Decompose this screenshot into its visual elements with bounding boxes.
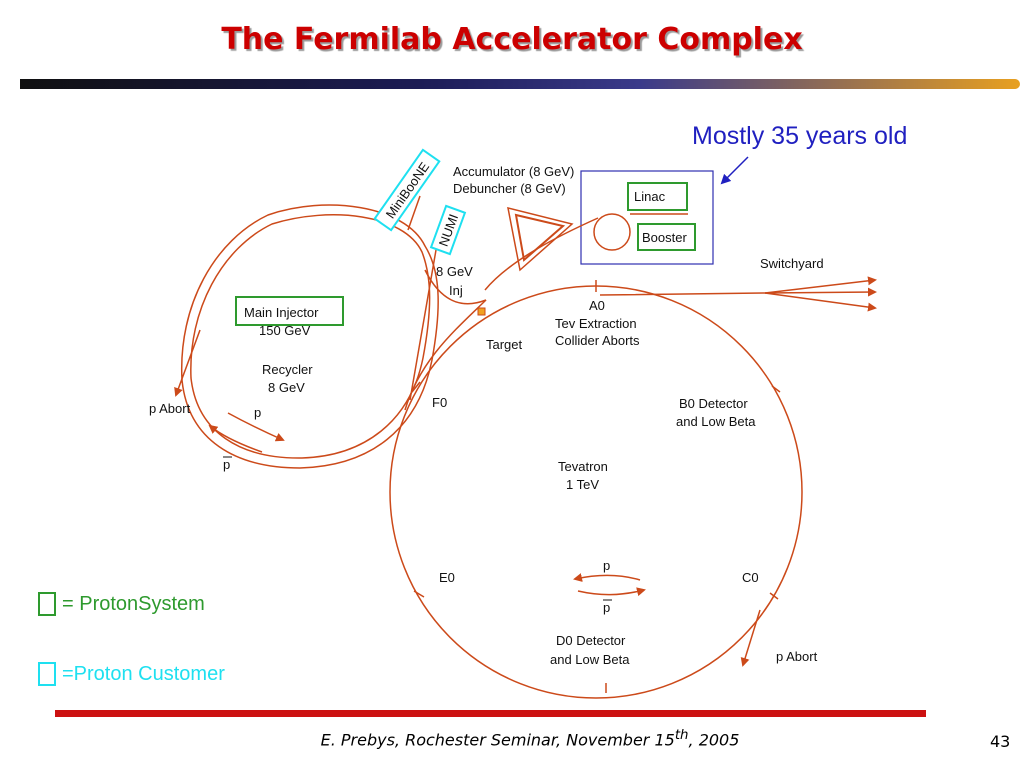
target-label: Target <box>486 337 523 352</box>
proton-customer-legend-label: =Proton Customer <box>62 662 225 685</box>
p-abort-left-label: p Abort <box>149 401 191 416</box>
miniboone-box: MiniBooNE <box>373 148 441 232</box>
b0-tick <box>771 385 781 393</box>
note-pointer-arrow <box>720 156 749 185</box>
proton-customer-swatch <box>38 662 56 686</box>
antiproton-label-left: p <box>223 457 230 472</box>
collider-aborts-label: Collider Aborts <box>555 333 640 348</box>
antiproton-direction-arrow-center <box>577 587 646 597</box>
footer-citation: E. Prebys, Rochester Seminar, November 1… <box>0 728 1024 749</box>
proton-label-center: p <box>603 558 610 573</box>
linac-box <box>627 182 688 211</box>
injection-line <box>424 269 487 305</box>
main-injector-box <box>235 296 344 326</box>
f0-tick <box>411 381 421 393</box>
switchyard-branch-2 <box>764 292 877 312</box>
linac-booster-enclosure <box>580 170 714 265</box>
debuncher-label: Debuncher (8 GeV) <box>453 181 566 196</box>
injection-energy-label: 8 GeV <box>436 264 473 279</box>
tev-extraction-label: Tev Extraction <box>555 316 637 331</box>
switchyard-label: Switchyard <box>760 256 824 271</box>
p-abort-left-line <box>174 329 201 397</box>
footer-year: , 2005 <box>688 730 740 750</box>
c0-tick <box>769 592 779 600</box>
proton-direction-arrow-left <box>227 412 285 442</box>
accumulator-label: Accumulator (8 GeV) <box>453 164 574 179</box>
linac-label: Linac <box>634 189 666 204</box>
main-injector-energy: 150 GeV <box>259 323 311 338</box>
footer-superscript: th <box>674 728 689 743</box>
recycler-energy-label: 8 GeV <box>268 380 305 395</box>
p-abort-right-line <box>740 609 761 667</box>
title-underline <box>20 79 1020 89</box>
e0-label: E0 <box>439 570 455 585</box>
miniboone-label: MiniBooNE <box>383 159 433 221</box>
injection-label: Inj <box>449 283 463 298</box>
d0-detector-label: D0 Detector <box>556 633 626 648</box>
switchyard-branch-1 <box>764 287 877 297</box>
proton-direction-arrow-center <box>573 573 641 582</box>
footer-text: E. Prebys, Rochester Seminar, November 1… <box>320 730 675 750</box>
p-abort-right-label: p Abort <box>776 649 818 664</box>
legend-proton-system: = ProtonSystem <box>38 592 205 616</box>
b0-detector-label: B0 Detector <box>679 396 748 411</box>
recycler-label: Recycler <box>262 362 313 377</box>
proton-system-legend-label: = ProtonSystem <box>62 592 205 615</box>
booster-transfer-line <box>484 217 599 291</box>
numi-box: NUMI <box>429 204 467 256</box>
c0-label: C0 <box>742 570 759 585</box>
e0-tick <box>413 590 425 598</box>
debuncher-triangle <box>507 206 574 272</box>
target-marker <box>477 307 486 316</box>
accumulator-triangle <box>514 213 566 262</box>
proton-label-left: p <box>254 405 261 420</box>
proton-system-swatch <box>38 592 56 616</box>
booster-box <box>637 223 696 251</box>
slide-title: The Fermilab Accelerator Complex <box>221 22 803 57</box>
booster-label: Booster <box>642 230 687 245</box>
page-number: 43 <box>990 732 1011 751</box>
miniboone-line <box>407 195 421 231</box>
footer-rule <box>55 710 926 717</box>
main-injector-label: Main Injector <box>244 305 319 320</box>
d0-low-beta-label: and Low Beta <box>550 652 630 667</box>
age-note: Mostly 35 years old <box>692 122 908 150</box>
antiproton-direction-arrow-left <box>208 424 263 453</box>
booster-ring <box>593 213 631 251</box>
a0-label: A0 <box>589 298 605 313</box>
antiproton-label-center: p <box>603 600 610 615</box>
numi-line <box>409 249 437 401</box>
legend-proton-customer: =Proton Customer <box>38 662 225 686</box>
tevatron-energy-label: 1 TeV <box>566 477 599 492</box>
f0-label: F0 <box>432 395 447 410</box>
main-injector-ring <box>180 204 439 469</box>
b0-low-beta-label: and Low Beta <box>676 414 756 429</box>
tevatron-label: Tevatron <box>558 459 608 474</box>
